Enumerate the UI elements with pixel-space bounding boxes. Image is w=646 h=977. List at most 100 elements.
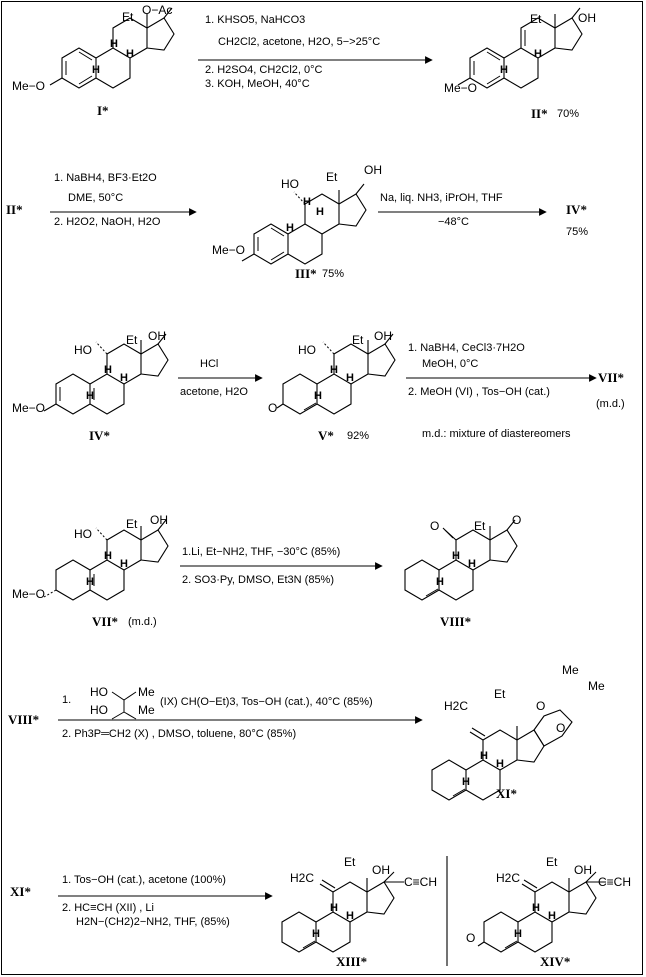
atom-oxygen-VIII-11: O	[430, 519, 440, 533]
step6-line1: 1.Li, Et−NH2, THF, −30°C (85%)	[182, 546, 341, 558]
note-VII-product: (m.d.)	[596, 398, 625, 410]
atom-h-I-3: H	[92, 64, 100, 76]
atom-ethyl-I: Et	[122, 10, 134, 24]
label-compound-XI-start: XI*	[10, 884, 31, 899]
atom-h-VII-2: H	[120, 558, 128, 570]
yield-V: 92%	[347, 430, 370, 442]
compound-XI-structure	[431, 709, 573, 801]
compound-II-structure	[457, 7, 583, 89]
atom-oxygen-XIV: O	[466, 931, 476, 945]
compound-I-structure	[49, 7, 175, 89]
atom-ethynyl-XIV: C≡CH	[598, 875, 631, 889]
step7-line2: 2. Ph3P═CH2 (X) , DMSO, toluene, 80°C (8…	[62, 728, 297, 740]
atom-methylene-XI: H2C	[444, 699, 469, 713]
atom-methoxy-VII: Me−O	[12, 587, 46, 601]
atom-hydroxyl-VII-11: HO	[74, 527, 92, 541]
atom-ethyl-XIV: Et	[546, 855, 558, 869]
atom-h-VII-3: H	[86, 576, 94, 588]
step8-line2: 2. HC≡CH (XII) , Li	[62, 902, 154, 914]
atom-h-IV-2: H	[120, 372, 128, 384]
label-compound-V: V*	[318, 428, 334, 443]
step3-line2: −48°C	[438, 216, 470, 228]
atom-methoxy-IV: Me−O	[12, 401, 46, 415]
reagent-IX-structure	[111, 691, 137, 720]
atom-h-XIII-2: H	[346, 910, 354, 922]
atom-methoxy-II: Me−O	[444, 81, 478, 95]
step5-line2: MeOH, 0°C	[422, 358, 479, 370]
yield-II: 70%	[557, 108, 580, 120]
atom-hydroxyl-VII-17: OH	[150, 513, 168, 527]
atom-me-IX-2: Me	[138, 703, 155, 717]
label-compound-II: II*	[531, 106, 548, 121]
atom-h-I-1: H	[110, 38, 118, 50]
atom-ethyl-VII: Et	[126, 517, 138, 531]
step1-line1: 1. KHSO5, NaHCO3	[205, 14, 306, 26]
atom-h-V-1: H	[330, 364, 338, 376]
label-compound-VIII: VIII*	[440, 614, 472, 629]
step1-line2: CH2Cl2, acetone, H2O, 5−>25°C	[218, 36, 381, 48]
atom-hydroxyl-IV-11: HO	[74, 343, 92, 357]
atom-h-XIV-2: H	[548, 910, 556, 922]
label-compound-II-start: II*	[6, 202, 23, 217]
atom-h-IV-3: H	[86, 390, 94, 402]
compound-III-structure	[241, 183, 367, 265]
step5-line1: 1. NaBH4, CeCl3·7H2O	[408, 342, 525, 354]
atom-h-XI-3: H	[462, 776, 470, 788]
atom-oxygen-VIII-17: O	[512, 513, 522, 527]
atom-methylene-XIII: H2C	[290, 871, 315, 885]
atom-h-II-2: H	[500, 64, 508, 76]
atom-methoxy-I: Me−O	[12, 79, 46, 93]
atom-h-XI-2: H	[496, 758, 504, 770]
atom-ethyl-III: Et	[326, 170, 338, 184]
atom-ho-IX-1: HO	[90, 685, 108, 699]
atom-me-IX-1: Me	[138, 685, 155, 699]
label-compound-I: I*	[97, 103, 109, 118]
step1-line3: 2. H2SO4, CH2Cl2, 0°C	[205, 64, 323, 76]
atom-hydroxyl-II: OH	[578, 11, 596, 25]
atom-h-V-3: H	[314, 390, 322, 402]
label-compound-VII-product: VII*	[598, 370, 625, 385]
atom-h-IV-1: H	[104, 364, 112, 376]
atom-h-VIII-3: H	[436, 576, 444, 588]
step4-line1: HCl	[200, 358, 219, 370]
step2-line2: DME, 50°C	[68, 192, 124, 204]
note-md-definition: m.d.: mixture of diastereomers	[422, 428, 571, 440]
atom-hydroxyl-III-17: OH	[364, 163, 382, 177]
atom-ethyl-IV: Et	[126, 333, 138, 347]
label-compound-XIV: XIV*	[540, 954, 571, 969]
atom-methoxy-III: Me−O	[212, 243, 246, 257]
atom-acetate-I: O−Ac	[142, 3, 173, 17]
atom-me-XI-2: Me	[588, 679, 605, 693]
atom-ho-IX-2: HO	[90, 703, 108, 717]
step2-line3: 2. H2O2, NaOH, H2O	[54, 216, 161, 228]
atom-ethyl-XIII: Et	[344, 855, 356, 869]
label-compound-VII: VII*	[92, 614, 119, 629]
atom-hydroxyl-IV-17: OH	[148, 329, 166, 343]
atom-h-VIII-1: H	[452, 550, 460, 562]
step1-line4: 3. KOH, MeOH, 40°C	[205, 78, 310, 90]
atom-h-III-3: H	[286, 222, 294, 234]
label-compound-XI: XI*	[496, 786, 517, 801]
atom-oxygen-XI-1: O	[536, 699, 546, 713]
atom-h-XIV-3: H	[514, 928, 522, 940]
compound-IV-structure	[43, 333, 169, 415]
atom-oxygen-V: O	[268, 401, 278, 415]
atom-ethyl-II: Et	[530, 12, 542, 26]
label-compound-IV: IV*	[89, 428, 110, 443]
atom-ethyl-XI: Et	[494, 687, 506, 701]
atom-ethyl-VIII: Et	[474, 519, 486, 533]
step6-line2: 2. SO3·Py, DMSO, Et3N (85%)	[182, 574, 335, 586]
atom-h-XIII-3: H	[312, 928, 320, 940]
label-compound-XIII: XIII*	[336, 954, 368, 969]
atom-h-III-2: H	[316, 206, 324, 218]
step8-line3: H2N−(CH2)2−NH2, THF, (85%)	[76, 916, 230, 928]
step8-line1: 1. Tos−OH (cat.), acetone (100%)	[62, 874, 226, 886]
atom-h-XIII-1: H	[330, 902, 338, 914]
yield-IV: 75%	[566, 226, 589, 238]
atom-hydroxyl-V-17: OH	[374, 329, 392, 343]
atom-oxygen-XI-2: O	[556, 721, 566, 735]
step7-line1: (IX) CH(O−Et)3, Tos−OH (cat.), 40°C (85%…	[160, 696, 373, 708]
note-VII: (m.d.)	[128, 616, 157, 628]
